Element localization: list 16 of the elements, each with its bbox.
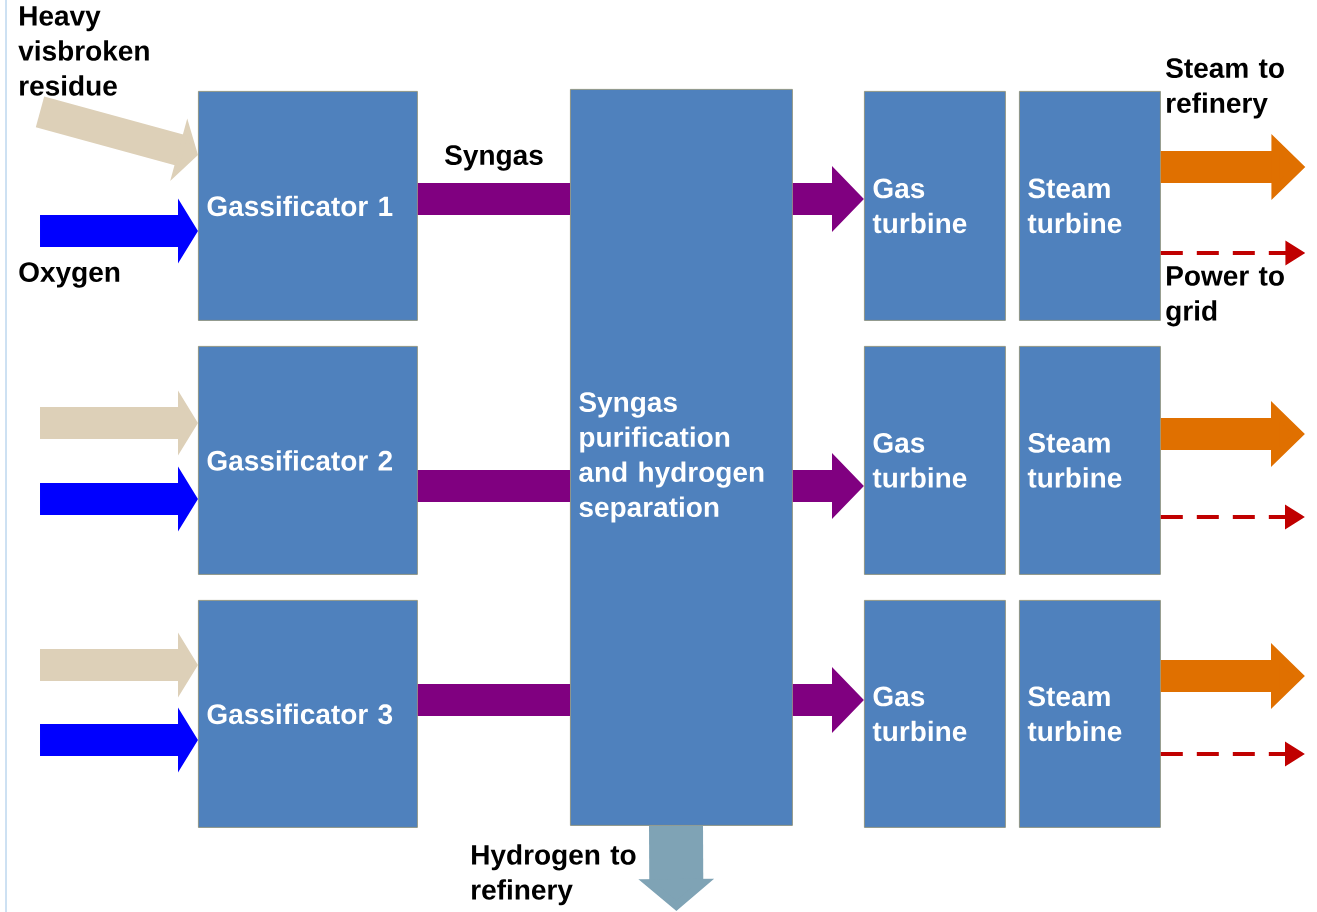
process-box: Steam turbine <box>1019 600 1161 828</box>
process-box: Steam turbine <box>1019 91 1161 321</box>
process-box: Gas turbine <box>864 600 1006 828</box>
process-box: Gassificator 1 <box>198 91 418 321</box>
process-box: Gassificator 3 <box>198 600 418 828</box>
process-box: Gas turbine <box>864 91 1006 321</box>
stream-label: Oxygen <box>19 262 120 288</box>
process-box: Gassificator 2 <box>198 346 418 575</box>
process-box: Syngas purification and hydrogen separation <box>570 89 793 826</box>
stream-label: Hydrogen to refinery <box>472 844 636 906</box>
stream-label: Steam to refinery <box>1166 58 1284 119</box>
process-box: Gas turbine <box>864 346 1006 575</box>
edge-label: Syngas <box>443 144 545 172</box>
process-box: Steam turbine <box>1019 346 1161 575</box>
stream-label: Heavy visbroken residue <box>18 6 149 96</box>
stream-label: Power to grid <box>1166 266 1284 327</box>
